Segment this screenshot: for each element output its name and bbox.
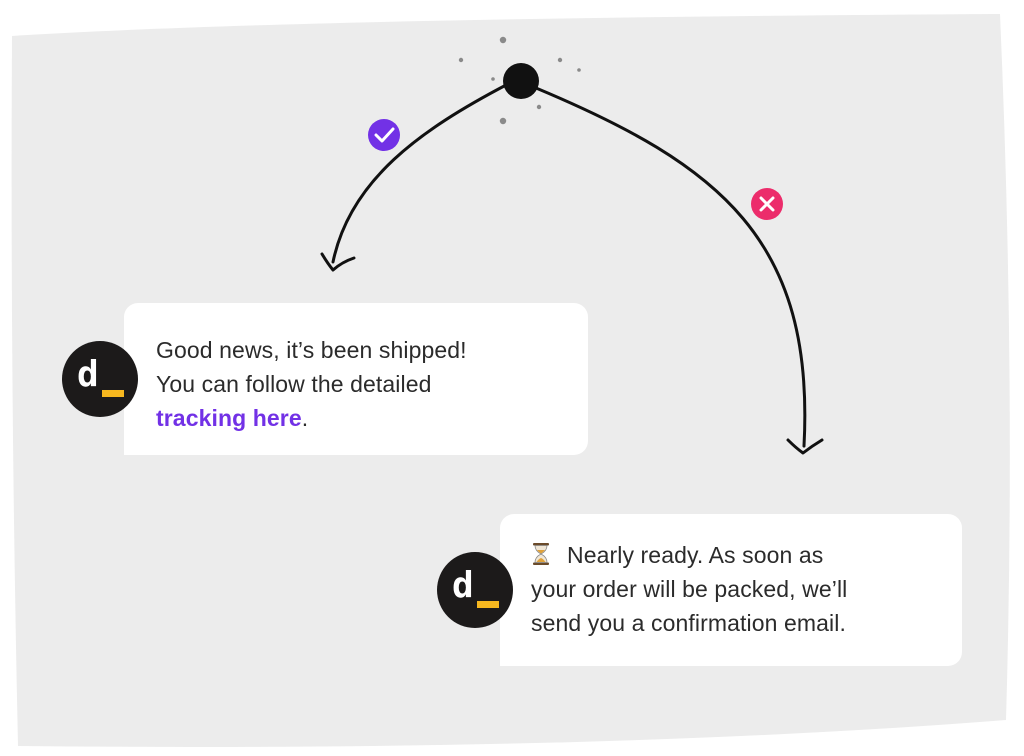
pending-line-3: send you a confirmation email. xyxy=(531,610,846,636)
sparkle-dot xyxy=(577,68,581,72)
sparkle-dot xyxy=(557,57,563,63)
pending-line-2: your order will be packed, we’ll xyxy=(531,576,848,602)
checkmark-icon xyxy=(368,119,400,151)
tracking-link[interactable]: tracking here xyxy=(156,405,302,431)
success-arrowhead xyxy=(320,252,356,272)
success-branch-line xyxy=(331,82,510,264)
hourglass-icon xyxy=(533,543,549,565)
failure-branch-line xyxy=(534,86,807,448)
sparkle-dots xyxy=(458,36,581,125)
sparkle-dot xyxy=(499,117,507,125)
sparkle-dot xyxy=(536,104,542,110)
sparkle-dot xyxy=(499,36,507,44)
shipped-period: . xyxy=(301,405,309,431)
avatar-cursor xyxy=(477,601,499,608)
shipped-message-bubble: Good news, it’s been shipped! You can fo… xyxy=(124,303,588,455)
pending-message-bubble: Nearly ready. As soon as your order will… xyxy=(500,514,962,666)
shipped-line-1: Good news, it’s been shipped! xyxy=(156,337,467,363)
pending-line-1-text: Nearly ready. As soon as xyxy=(567,542,824,568)
avatar-cursor xyxy=(102,390,124,397)
cross-icon xyxy=(751,188,783,220)
avatar: d xyxy=(62,341,138,417)
avatar-letter: d xyxy=(452,565,474,606)
avatar: d xyxy=(437,552,513,628)
avatar-letter: d xyxy=(77,354,99,395)
sparkle-dot xyxy=(458,57,464,63)
failure-arrowhead xyxy=(786,438,824,455)
shipped-line-2: You can follow the detailed xyxy=(156,371,432,397)
sparkle-dot xyxy=(491,77,495,81)
shipped-line-3: tracking here. xyxy=(156,401,568,435)
start-node-icon xyxy=(503,63,539,99)
pending-line-1: Nearly ready. As soon as xyxy=(531,538,942,572)
